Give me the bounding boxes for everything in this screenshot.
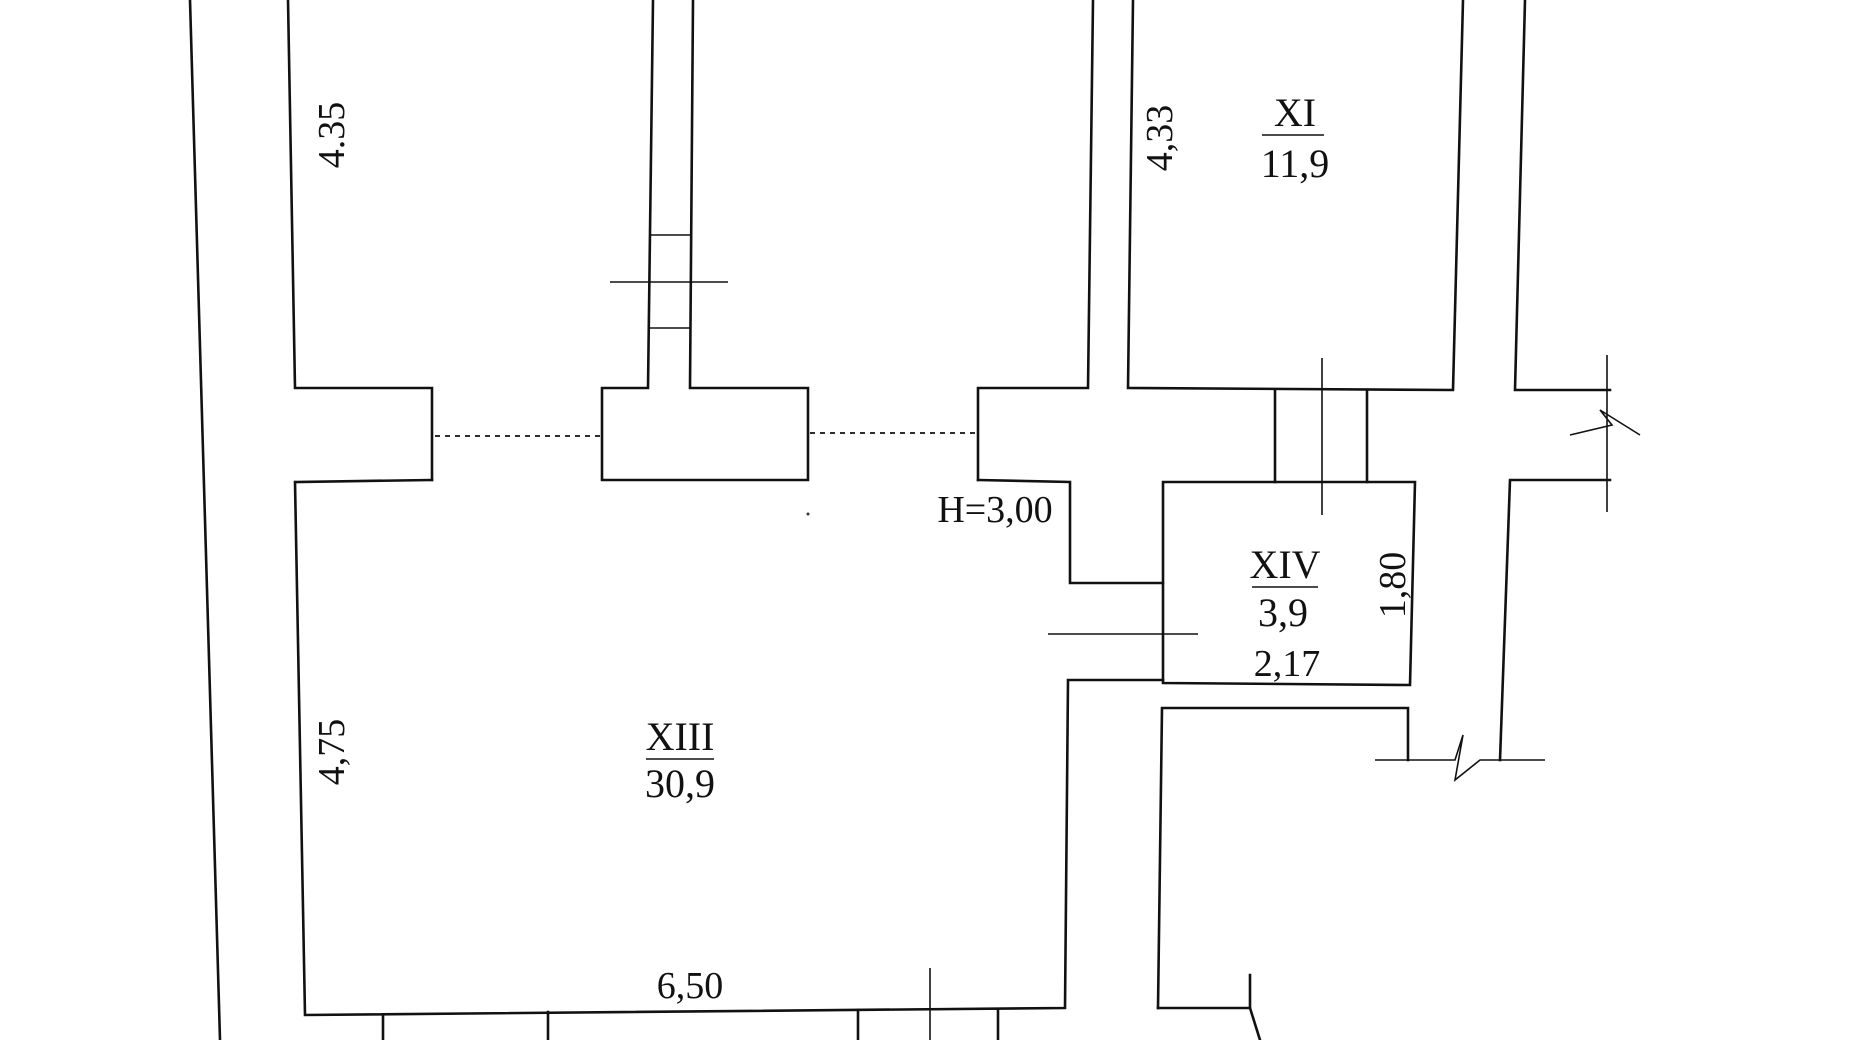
dimension-xi-left: 4,33 xyxy=(1139,105,1181,172)
room-xiii-area: 30,9 xyxy=(645,761,715,806)
upper-middle-room-right-wall xyxy=(976,0,1095,482)
break-line-right xyxy=(1569,355,1641,512)
lower-right-room-walls xyxy=(1156,706,1410,1010)
upper-left-room-left-wall xyxy=(286,0,434,482)
ceiling-height: H=3,00 xyxy=(937,489,1052,531)
room-xiv-walls xyxy=(1161,480,1417,687)
door-markers xyxy=(610,234,1641,1040)
room-xi-area: 11,9 xyxy=(1261,141,1330,186)
opening-dashes xyxy=(435,432,975,437)
room-xiii-id: XIII xyxy=(646,714,715,759)
dimension-xiv-right: 1,80 xyxy=(1372,552,1414,619)
room-xiv-area: 3,9 xyxy=(1258,590,1308,635)
right-corridor-wall-lower xyxy=(1498,478,1612,762)
lower-right-door-jamb xyxy=(1156,973,1252,1010)
upper-partition-wall xyxy=(600,0,810,482)
dimension-left-lower: 4,75 xyxy=(311,719,353,786)
room-xi-walls-path xyxy=(1126,0,1465,392)
partition-door-cross xyxy=(610,234,728,329)
speck xyxy=(806,512,810,516)
room-xiii-label: XIII 30,9 xyxy=(645,714,715,806)
dimension-left-upper: 4.35 xyxy=(311,102,353,169)
right-corridor-wall-upper xyxy=(1513,0,1612,392)
room-xiii-walls-path xyxy=(293,478,1165,1017)
room-xiv-label: XIV 3,9 xyxy=(1249,542,1320,635)
dimension-bottom: 6,50 xyxy=(657,965,724,1007)
break-line-lower xyxy=(1375,734,1545,782)
lower-right-walls xyxy=(381,706,1410,1040)
room-xiii-walls xyxy=(293,478,1165,1017)
room-xi-label: XI 11,9 xyxy=(1261,90,1330,186)
room-xiv-id: XIV xyxy=(1249,542,1320,587)
dimension-xiv-bottom: 2,17 xyxy=(1254,643,1321,685)
outer-walls xyxy=(188,0,1612,1040)
bottom-wall-stub-5 xyxy=(1248,1006,1262,1040)
room-xi-id: XI xyxy=(1274,90,1316,135)
outer-left-wall xyxy=(188,0,222,1040)
room-xi-walls xyxy=(1126,0,1465,484)
room-xiv-walls-path xyxy=(1161,480,1417,687)
upper-left-room-walls xyxy=(286,0,1095,482)
